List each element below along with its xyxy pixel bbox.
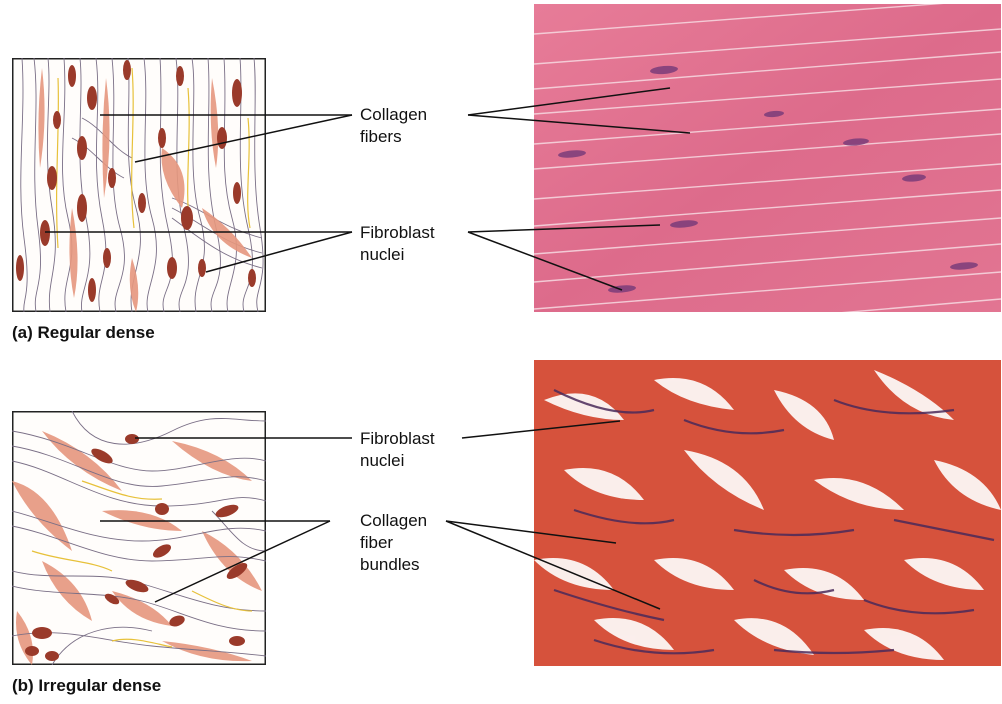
regular-dense-drawing — [12, 58, 266, 312]
irregular-dense-micrograph-image — [534, 360, 1001, 666]
caption-irregular-dense: (b) Irregular dense — [12, 676, 161, 696]
fibroblast-nuclei-label-b: Fibroblast nuclei — [360, 428, 435, 472]
fibroblast-nuclei-label-a: Fibroblast nuclei — [360, 222, 435, 266]
caption-regular-dense: (a) Regular dense — [12, 323, 155, 343]
irregular-dense-diagram — [12, 411, 266, 665]
collagen-fiber-bundles-label: Collagen fiber bundles — [360, 510, 427, 576]
irregular-dense-micrograph — [534, 360, 1001, 666]
regular-dense-micrograph — [534, 4, 1001, 312]
regular-dense-diagram — [12, 58, 266, 312]
regular-dense-micrograph-image — [534, 4, 1001, 312]
irregular-dense-drawing — [12, 411, 266, 665]
collagen-fibers-label: Collagen fibers — [360, 104, 427, 148]
